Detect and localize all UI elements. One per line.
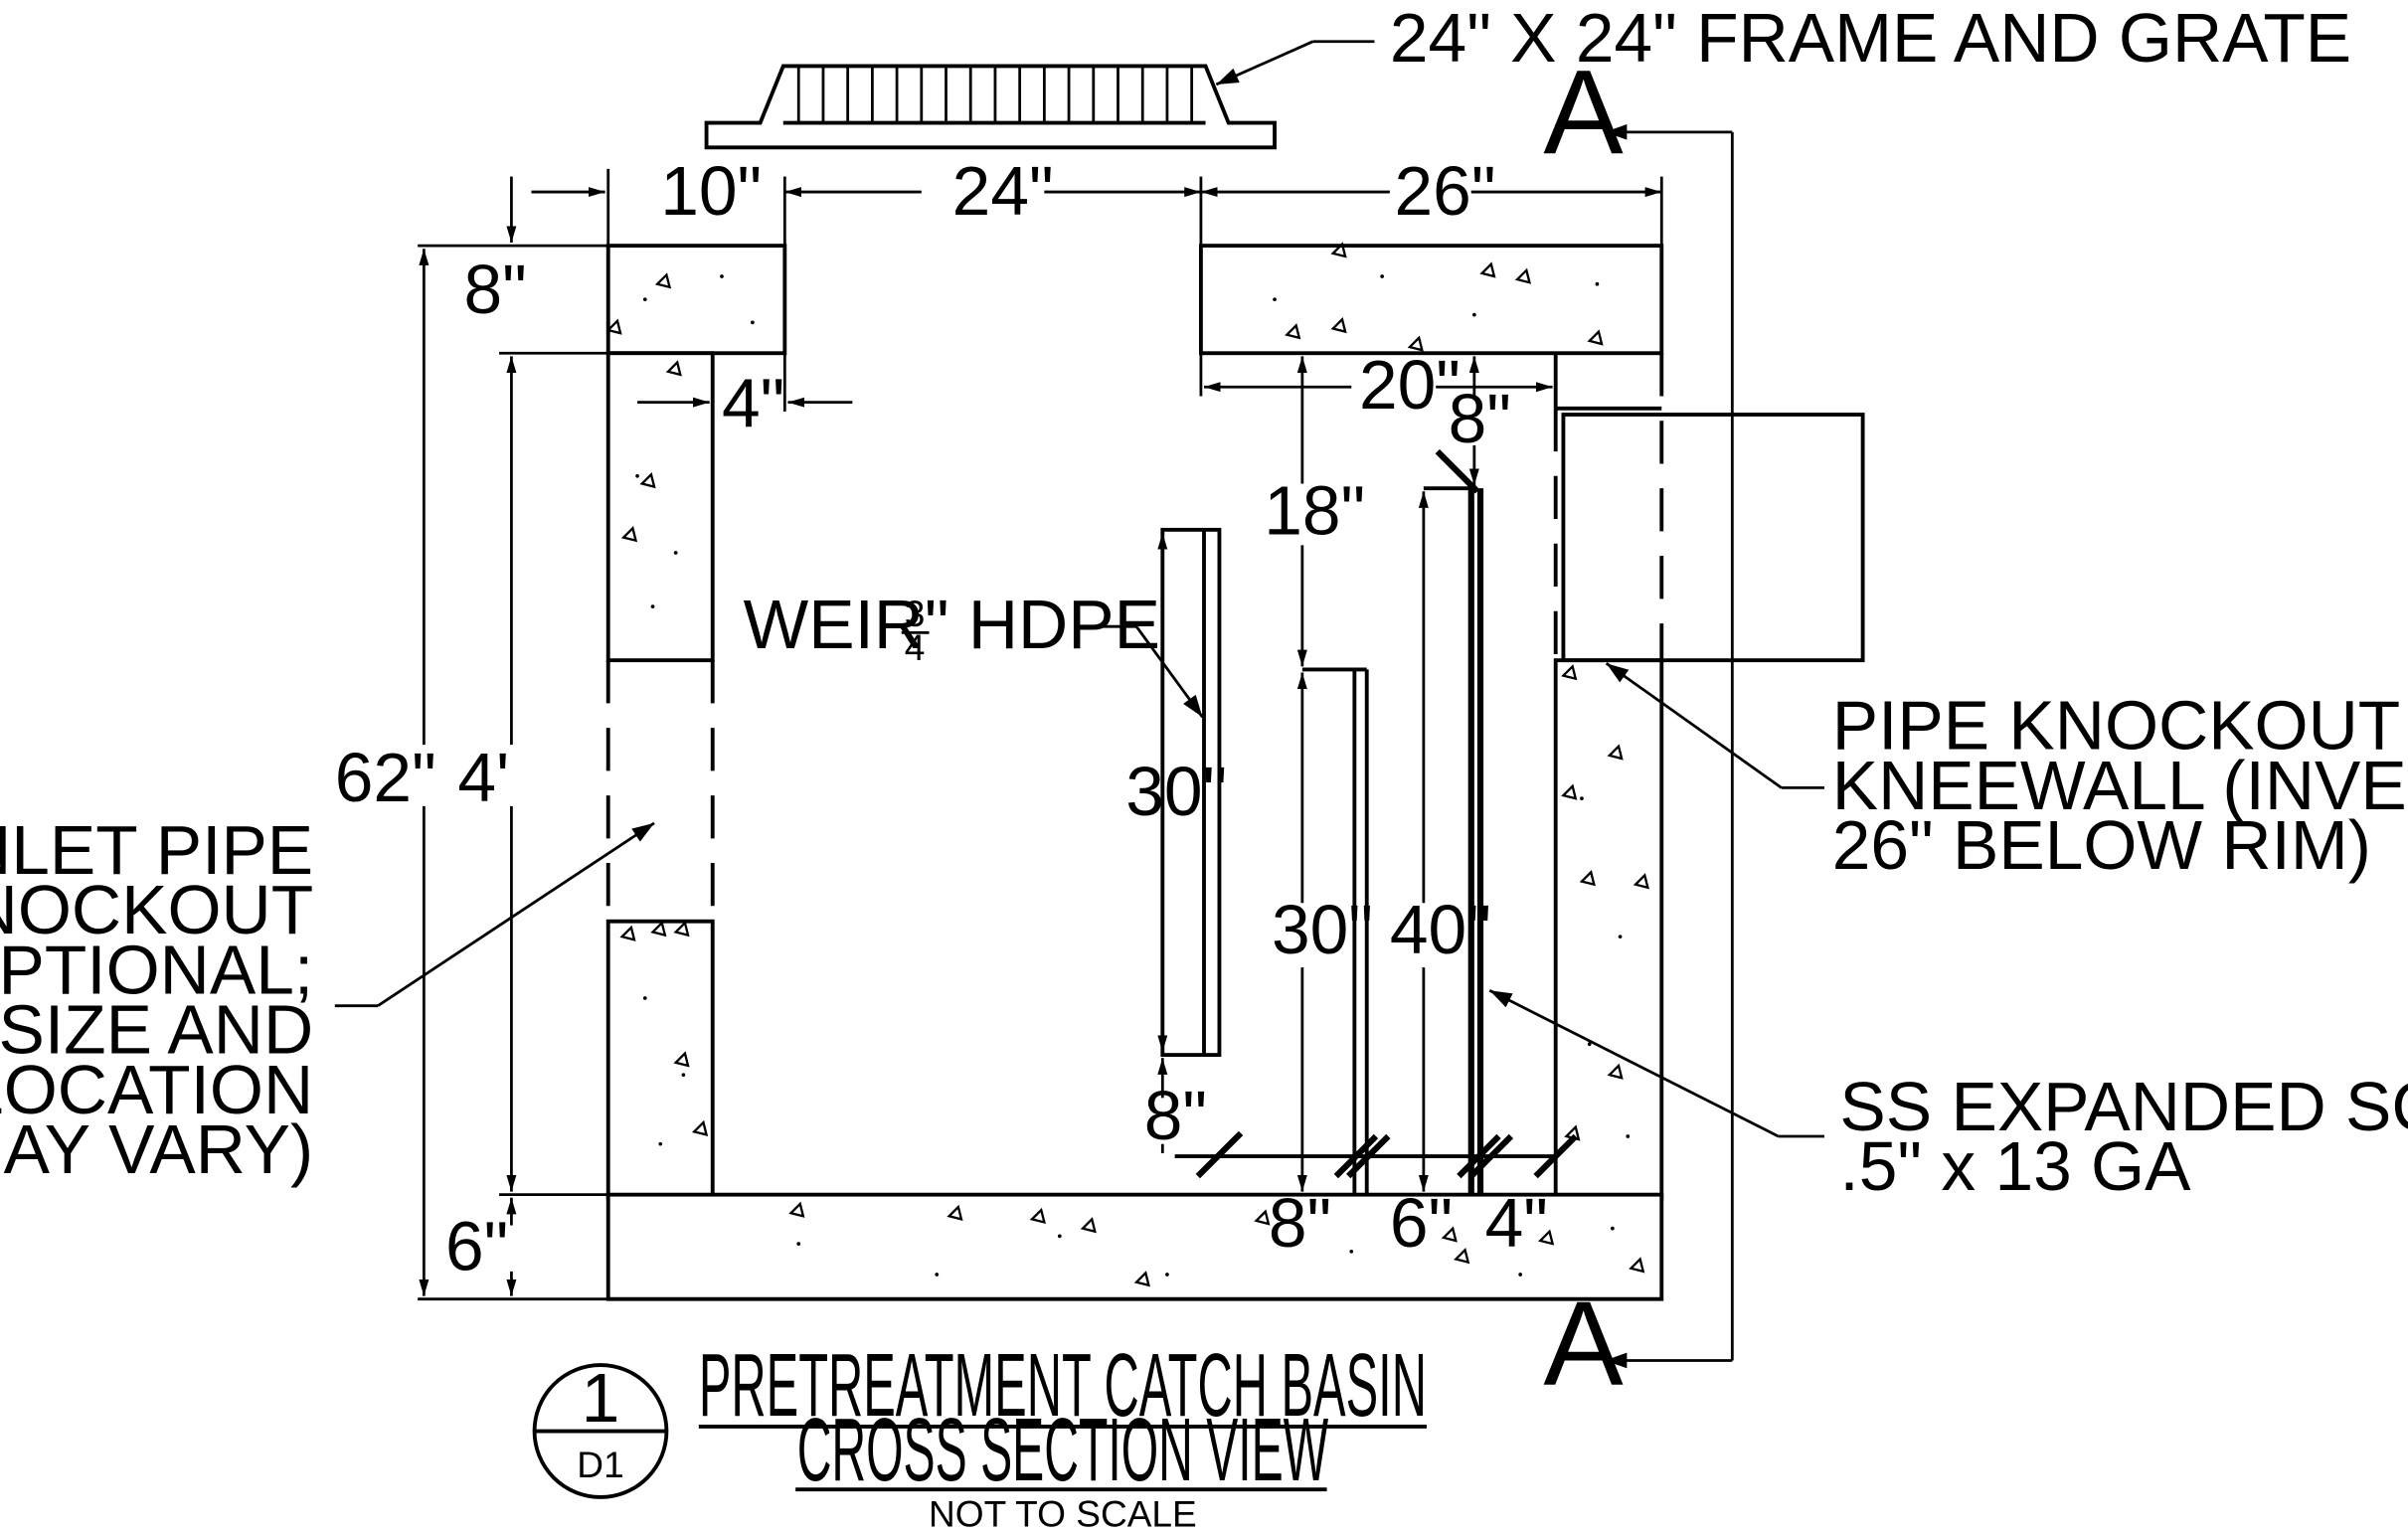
leader-lines	[334, 624, 1824, 1138]
inlet-pipe-line-4: SIZE AND	[0, 991, 313, 1069]
baffle	[1301, 667, 1369, 1195]
dim-weir-height: 30"	[1125, 753, 1227, 830]
dim-weir-bottom: 8"	[1144, 1077, 1207, 1154]
section-marker-bottom: A	[1543, 1277, 1624, 1411]
dim-floor-thickness: 6"	[445, 1207, 508, 1284]
dimension-labels: 10" 24" 26" 8" 4" 20" 8" 18" 30" 62" 4' …	[335, 152, 1548, 1284]
dim-screen-top: 8"	[1449, 380, 1511, 457]
section-cut-line	[1605, 124, 1734, 1369]
detail-number: 1	[582, 1359, 620, 1437]
pipe-knockout-line-3: 26" BELOW RIM)	[1832, 806, 2371, 884]
outlet-knockout	[1553, 353, 1865, 663]
dim-baffle-height: 30"	[1272, 891, 1373, 968]
dim-inner-right: 20"	[1359, 346, 1461, 424]
inlet-pipe-line-3: (OPTIONAL;	[0, 931, 313, 1008]
title-block: 1 D1 PRETREATMENT CATCH BASIN CROSS SECT…	[532, 1335, 1427, 1534]
weir-label: WEIR 3 4 " HDPE	[744, 586, 1160, 668]
concrete-texture	[605, 242, 1649, 1287]
dim-top-left: 10"	[660, 152, 762, 230]
title-line-2: CROSS SECTION VIEW	[797, 1400, 1329, 1499]
screen-label-line-2: .5" x 13 GA	[1839, 1127, 2191, 1205]
pipe-knockout-label: PIPE KNOCKOUT OR KNEEWALL (INVERT 26" BE…	[1832, 687, 2408, 884]
concrete-structure	[605, 244, 1664, 1301]
screen-label: SS EXPANDED SCREEN .5" x 13 GA	[1839, 1068, 2408, 1205]
inlet-pipe-line-5: LOCATION	[0, 1051, 313, 1128]
inlet-pipe-label: INLET PIPE KNOCKOUT (OPTIONAL; SIZE AND …	[0, 811, 313, 1188]
dim-bottom-c: 4"	[1485, 1184, 1548, 1262]
ss-expanded-screen	[1423, 448, 1484, 1195]
break-marks	[1195, 1130, 1578, 1179]
pipe-knockout-line-2: KNEEWALL (INVERT	[1832, 747, 2408, 824]
weir-label-suffix: " HDPE	[925, 586, 1160, 663]
sheet-number: D1	[577, 1444, 623, 1485]
dim-interior-height: 4'	[457, 739, 509, 816]
title-line-1: PRETREATMENT CATCH BASIN	[699, 1335, 1427, 1435]
dim-bottom-b: 6"	[1390, 1184, 1453, 1262]
dim-weir-gap-top: 18"	[1264, 472, 1365, 550]
grate-bars	[796, 66, 1194, 123]
inlet-knockout	[605, 660, 715, 922]
frame-and-grate	[704, 64, 1277, 150]
dim-lid-thickness: 8"	[464, 251, 527, 328]
weir-fraction-numerator: 3	[905, 593, 926, 634]
weir-plate	[1160, 527, 1222, 1058]
weir-label-prefix: WEIR	[744, 586, 944, 663]
inlet-pipe-line-2: KNOCKOUT	[0, 871, 313, 948]
screen-label-line-1: SS EXPANDED SCREEN	[1839, 1068, 2408, 1145]
dim-top-right: 26"	[1395, 152, 1496, 230]
dim-screen-height: 40"	[1390, 891, 1491, 968]
section-marker-top: A	[1543, 45, 1624, 179]
dim-bottom-a: 8"	[1269, 1184, 1331, 1262]
inlet-pipe-line-1: INLET PIPE	[0, 811, 313, 889]
dim-wall-offset: 4"	[722, 364, 784, 441]
dim-top-opening: 24"	[952, 152, 1054, 230]
frame-grate-label: 24" X 24" FRAME AND GRATE	[1390, 0, 2351, 77]
weir-fraction-denominator: 4	[905, 626, 926, 668]
pipe-knockout-line-1: PIPE KNOCKOUT OR	[1832, 687, 2408, 765]
dimension-lines	[418, 168, 1663, 1301]
dim-overall-height: 62"	[335, 739, 436, 816]
inlet-pipe-line-6: MAY VARY)	[0, 1110, 313, 1188]
frame-leader	[1215, 40, 1314, 86]
scale-note: NOT TO SCALE	[929, 1492, 1197, 1534]
